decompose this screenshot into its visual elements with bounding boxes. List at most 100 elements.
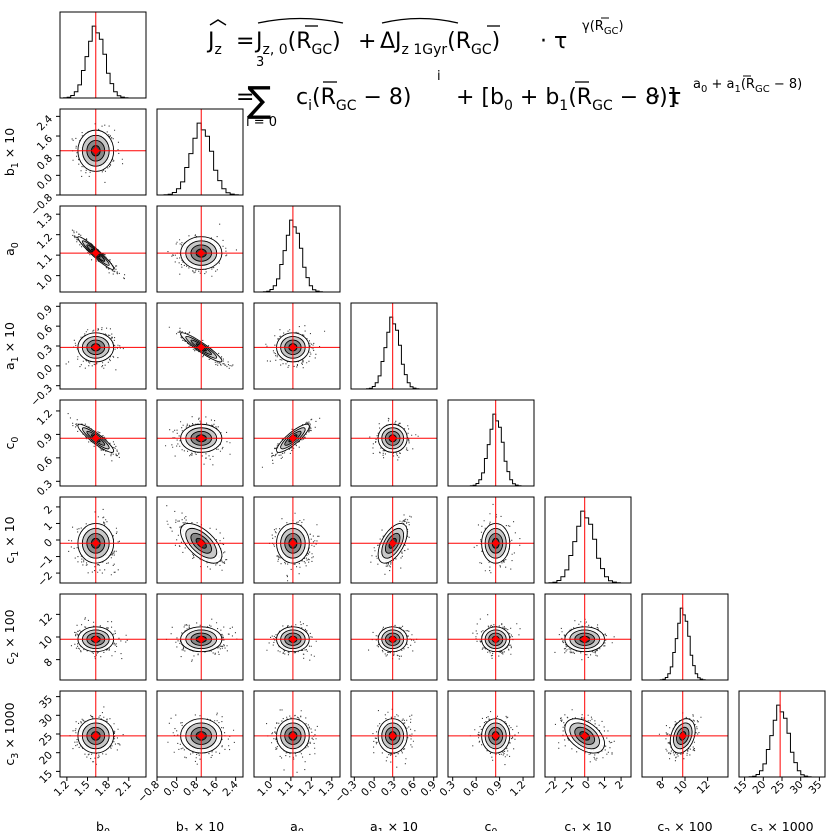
panel-c0-vs-c0	[447, 399, 535, 487]
panel-c1x10-vs-a1x10	[350, 496, 438, 584]
panel-frame	[253, 690, 341, 778]
xtick-label-c3x1000: 15	[732, 779, 750, 797]
panel-frame	[738, 690, 826, 778]
xtick-label-c1x10: −1	[557, 779, 576, 798]
panel-c3x1000-vs-a1x10: −0.30.00.30.60.9a1 × 10	[333, 690, 439, 831]
ylabel-c0: c0	[2, 437, 21, 450]
ytick-label-a1x10: −0.3	[29, 382, 56, 409]
truth-marker-c3x1000-vs-c1x10	[580, 731, 589, 740]
panel-frame	[253, 399, 341, 487]
xtick-label-c0: 0.6	[461, 778, 482, 799]
ytick-label-c3x1000: 20	[37, 749, 55, 767]
truth-marker-c3x1000-vs-b1x10	[197, 731, 206, 740]
ytick-label-c1x10: −2	[36, 570, 55, 589]
panel-frame	[59, 399, 147, 487]
xtick-label-a1x10: 0.9	[419, 779, 439, 799]
xlabel-a0: a0	[290, 819, 304, 831]
panel-frame	[447, 593, 535, 681]
panel-a0-vs-b0: 1.01.11.21.3a0	[2, 205, 147, 293]
panel-frame	[447, 690, 535, 778]
xlabel-c1x10: c1 × 10	[564, 819, 611, 831]
truth-marker-a0-vs-b0	[91, 249, 100, 258]
panel-a1x10-vs-b1x10	[156, 302, 244, 390]
truth-marker-c2x100-vs-a1x10	[388, 635, 397, 644]
ytick-label-b1x10: 2.4	[35, 113, 56, 134]
ytick-label-a0: 1.1	[35, 252, 55, 272]
panel-frame	[253, 496, 341, 584]
panel-frame	[544, 593, 632, 681]
ytick-label-c1x10: 2	[42, 504, 55, 517]
xtick-label-c3x1000: 25	[769, 779, 787, 797]
xtick-label-c0: 0.3	[438, 779, 458, 799]
panel-a1x10-vs-a0	[253, 302, 341, 390]
ytick-label-b1x10: 0.8	[35, 152, 55, 172]
ytick-label-c1x10: −1	[36, 553, 55, 572]
xtick-label-c2x100: 8	[654, 779, 667, 792]
truth-marker-c3x1000-vs-c0	[491, 731, 500, 740]
truth-marker-c1x10-vs-c0	[491, 539, 500, 548]
panel-c1x10-vs-c1x10	[544, 496, 632, 584]
ytick-label-b1x10: 0.0	[35, 172, 55, 192]
panel-b1x10-vs-b1x10	[156, 108, 244, 196]
panel-frame	[59, 11, 147, 99]
xtick-label-b1x10: 0.0	[161, 779, 181, 799]
ytick-label-c2x100: 10	[37, 634, 55, 652]
xtick-label-b0: 2.1	[114, 779, 134, 799]
ylabel-c3x1000: c3 × 1000	[2, 702, 21, 765]
xlabel-c3x1000: c3 × 1000	[750, 819, 813, 831]
panel-a0-vs-b1x10	[156, 205, 244, 293]
xtick-label-a0: 1.2	[296, 779, 316, 799]
ytick-label-a1x10: 0.0	[35, 362, 55, 382]
panel-b1x10-vs-b0: −0.80.00.81.62.4b1 × 10	[2, 108, 147, 218]
xtick-label-c0: 0.9	[484, 779, 504, 799]
truth-marker-c3x1000-vs-c2x100	[678, 731, 687, 740]
panel-frame	[350, 399, 438, 487]
panel-frame	[156, 399, 244, 487]
truth-marker-c0-vs-a0	[288, 434, 297, 443]
xtick-label-c2x100: 10	[672, 779, 690, 797]
ytick-label-c2x100: 12	[37, 611, 55, 629]
xtick-label-b1x10: 1.6	[201, 778, 222, 799]
panel-frame	[156, 690, 244, 778]
panel-a1x10-vs-a1x10	[350, 302, 438, 390]
truth-marker-c3x1000-vs-b0	[91, 731, 100, 740]
panel-c1x10-vs-c0	[447, 496, 535, 584]
xtick-label-a0: 1.0	[255, 779, 275, 799]
ylabel-a0: a0	[2, 242, 21, 256]
ylabel-b1x10: b1 × 10	[2, 128, 21, 176]
panel-frame	[253, 302, 341, 390]
ytick-label-c1x10: 1	[42, 520, 55, 533]
panel-frame	[156, 593, 244, 681]
truth-marker-a0-vs-b1x10	[197, 249, 206, 258]
ytick-label-b1x10: 1.6	[35, 132, 56, 153]
panel-frame	[350, 593, 438, 681]
panel-b0-vs-b0	[59, 11, 147, 99]
xtick-label-a1x10: 0.6	[399, 778, 420, 799]
xlabel-c2x100: c2 × 100	[657, 819, 712, 831]
xtick-label-b1x10: −0.8	[136, 779, 163, 806]
panel-frame	[350, 302, 438, 390]
ytick-label-c0: 0.3	[35, 478, 55, 498]
xtick-label-c3x1000: 20	[750, 779, 768, 797]
ytick-label-c0: 0.9	[35, 431, 55, 451]
ytick-label-c3x1000: 25	[37, 731, 55, 749]
panel-c0-vs-b1x10	[156, 399, 244, 487]
xtick-label-c2x100: 12	[695, 779, 713, 797]
truth-marker-c2x100-vs-c0	[491, 635, 500, 644]
panel-c3x1000-vs-c0: 0.30.60.91.2c0	[438, 690, 535, 831]
panel-frame	[156, 302, 244, 390]
truth-marker-c0-vs-b0	[91, 434, 100, 443]
xtick-label-c1x10: 1	[596, 779, 609, 792]
ytick-label-c2x100: 8	[42, 656, 55, 669]
truth-marker-c2x100-vs-c1x10	[580, 635, 589, 644]
panel-c2x100-vs-a1x10	[350, 593, 438, 681]
truth-marker-c3x1000-vs-a0	[288, 731, 297, 740]
truth-marker-c1x10-vs-a1x10	[388, 539, 397, 548]
panel-c3x1000-vs-b0: 1.21.51.82.1b01520253035c3 × 1000	[2, 690, 147, 831]
panel-c3x1000-vs-a0: 1.01.11.21.3a0	[253, 690, 341, 831]
